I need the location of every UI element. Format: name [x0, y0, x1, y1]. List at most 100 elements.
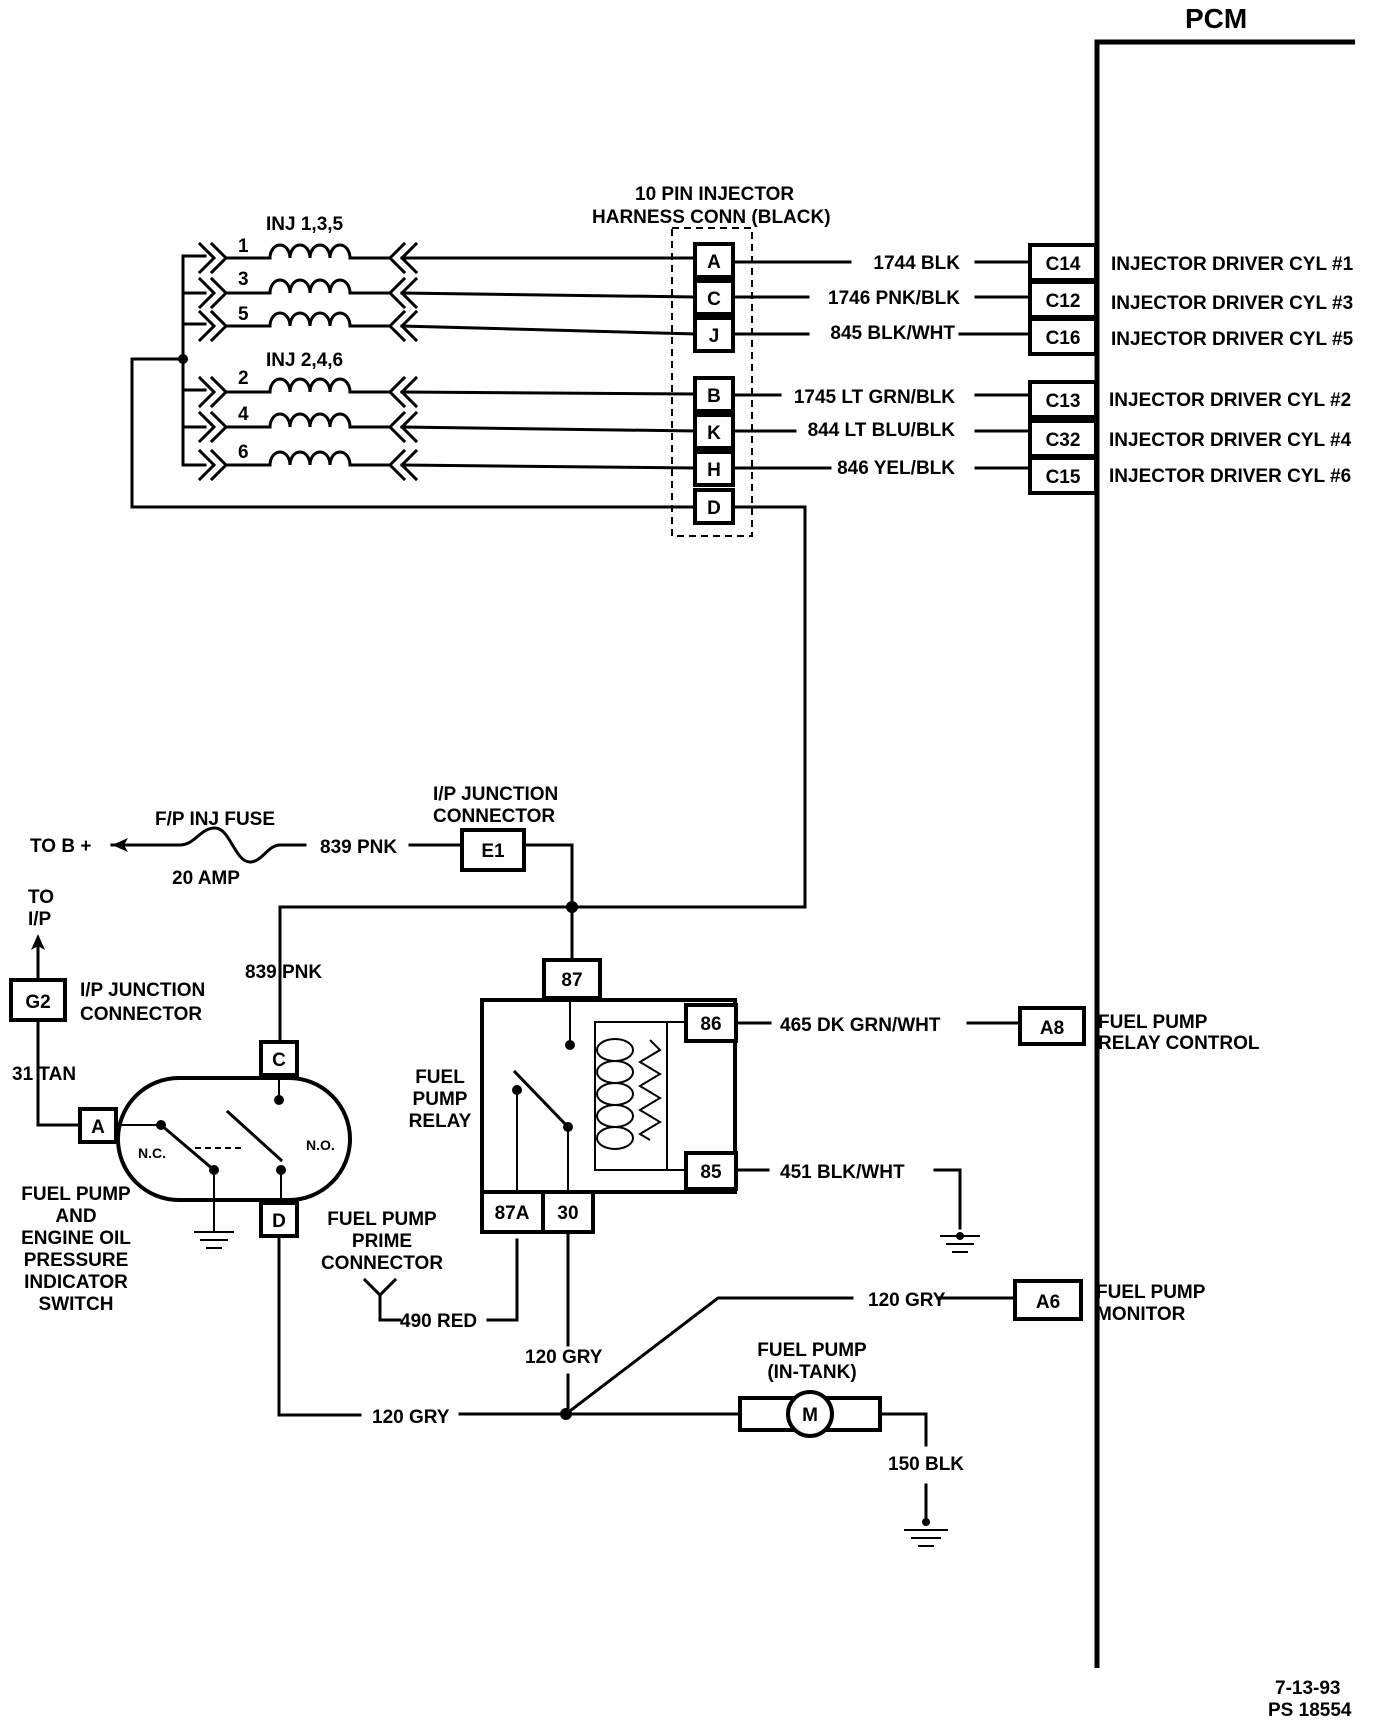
- harness-pin-h: H: [693, 450, 735, 487]
- inj-number-3: 3: [238, 269, 249, 290]
- fuse-circuit: TO B + F/P INJ FUSE 20 AMP 839 PNK: [30, 809, 462, 889]
- battery-arrow-icon: [112, 838, 128, 852]
- inj-number-6: 6: [238, 442, 249, 463]
- relay-label-3: RELAY: [409, 1111, 472, 1132]
- pcm-func-cyl3: INJECTOR DRIVER CYL #3: [1111, 293, 1353, 314]
- switch-pin-d: D: [272, 1211, 286, 1232]
- relay-label-2: PUMP: [413, 1089, 468, 1110]
- injector-3: [197, 276, 697, 310]
- harness-title-line2: HARNESS CONN (BLACK): [592, 207, 831, 228]
- pcm-func-cyl2: INJECTOR DRIVER CYL #2: [1109, 390, 1351, 411]
- ip-junction-g2-label2: CONNECTOR: [80, 1004, 202, 1025]
- injector-6: [197, 448, 697, 482]
- inj-group-135-label: INJ 1,3,5: [266, 214, 344, 235]
- pcm-func-cyl6: INJECTOR DRIVER CYL #6: [1109, 466, 1351, 487]
- ip-junction-e1: I/P JUNCTION CONNECTOR E1: [278, 784, 578, 1044]
- relay-label-1: FUEL: [415, 1067, 465, 1088]
- to-ip-line1: TO: [28, 887, 54, 908]
- fuse-label: F/P INJ FUSE: [155, 809, 275, 830]
- wire-120-gry-monitor: 120 GRY: [868, 1290, 946, 1311]
- relay-ground-circuit: 451 BLK/WHT: [734, 1162, 980, 1253]
- relay-body: [480, 998, 737, 1194]
- harness-pin-a-label: A: [707, 252, 721, 273]
- harness-pin-a: A: [693, 242, 735, 279]
- relay-pin-85: 85: [700, 1162, 722, 1183]
- relay-pin-87a: 87A: [495, 1203, 530, 1224]
- ip-junction-g2-label1: I/P JUNCTION: [80, 980, 205, 1001]
- wire-31-tan: 31 TAN: [12, 1064, 76, 1085]
- wire-490-red: 490 RED: [400, 1311, 477, 1332]
- wire-120-gry-switch: 120 GRY: [372, 1407, 450, 1428]
- ip-junction-e1-label1: I/P JUNCTION: [433, 784, 558, 805]
- pcm-pin-c32: [1028, 419, 1098, 458]
- fuel-pump-ground-icon: [904, 1529, 948, 1547]
- harness-pin-c-label: C: [707, 289, 721, 310]
- harness-pin-b-label: B: [707, 386, 721, 407]
- footer-code: PS 18554: [1268, 1700, 1352, 1721]
- fuel-pump-motor-icon: [786, 1390, 834, 1438]
- injector-2: [197, 375, 697, 409]
- inj-number-2: 2: [238, 368, 249, 389]
- switch-label-1: FUEL PUMP: [21, 1184, 131, 1205]
- harness-pin-c: C: [693, 279, 735, 316]
- pcm-pin-c16-label: C16: [1046, 328, 1081, 349]
- to-ip-line2: I/P: [28, 909, 52, 930]
- to-battery-label: TO B +: [30, 836, 91, 857]
- wire-465-dk-grn-wht: 465 DK GRN/WHT: [780, 1015, 941, 1036]
- switch-pin-c: C: [272, 1050, 286, 1071]
- injectors: INJ 1,3,5 INJ 2,4,6 1 3 5 2 4 6: [130, 214, 697, 509]
- wire-844-lt-blu-blk: 844 LT BLU/BLK: [808, 420, 956, 441]
- relay-control-circuit: 465 DK GRN/WHT A8 FUEL PUMP RELAY CONTRO…: [734, 1006, 1260, 1054]
- switch-label-3: ENGINE OIL: [21, 1228, 131, 1249]
- fuel-pump-label1: FUEL PUMP: [757, 1340, 867, 1361]
- switch-label-6: SWITCH: [39, 1294, 114, 1315]
- pump-monitor-label2: MONITOR: [1096, 1304, 1186, 1325]
- pcm-pin-c15: [1028, 456, 1098, 495]
- harness-pin-d-label: D: [707, 498, 721, 519]
- oil-pressure-switch: 839 PNK A C D N.C. N.O. FUEL PUMP AND EN…: [21, 962, 362, 1417]
- harness-connector-outline: [671, 227, 753, 537]
- harness-pin-d: D: [693, 488, 735, 525]
- pcm-pin-a8: A8: [1040, 1018, 1064, 1039]
- injector-4: [197, 410, 697, 444]
- prime-label-1: FUEL PUMP: [327, 1209, 437, 1230]
- relay-control-label2: RELAY CONTROL: [1098, 1033, 1260, 1054]
- wire-120-gry-relay: 120 GRY: [525, 1347, 603, 1368]
- switch-ground-icon: [194, 1231, 234, 1249]
- harness-pin-k-label: K: [707, 423, 721, 444]
- switch-label-5: INDICATOR: [24, 1272, 128, 1293]
- relay-control-label1: FUEL PUMP: [1098, 1012, 1208, 1033]
- pcm-title: PCM: [1185, 3, 1247, 34]
- wire-150-blk: 150 BLK: [888, 1454, 964, 1475]
- ip-junction-g2-pin: G2: [25, 992, 50, 1013]
- ip-junction-g2: TO I/P G2 I/P JUNCTION CONNECTOR 31 TAN: [9, 887, 205, 1127]
- to-ip-arrow-icon: [31, 934, 45, 950]
- prime-label-3: CONNECTOR: [321, 1253, 443, 1274]
- relay-pin-87: 87: [561, 970, 582, 991]
- switch-nc-label: N.C.: [138, 1145, 166, 1161]
- fuse-rating: 20 AMP: [172, 868, 240, 889]
- pcm-pin-c32-label: C32: [1046, 430, 1081, 451]
- relay-pin-30: 30: [557, 1203, 578, 1224]
- pcm-pin-c13-label: C13: [1046, 391, 1081, 412]
- ip-junction-e1-pin: E1: [481, 841, 505, 862]
- fuel-pump: FUEL PUMP (IN-TANK) M 150 BLK: [738, 1340, 964, 1547]
- switch-no-label: N.O.: [306, 1137, 335, 1153]
- inj-number-1: 1: [238, 236, 249, 257]
- switch-label-2: AND: [55, 1206, 96, 1227]
- pcm-pin-c16: [1028, 317, 1098, 356]
- wire-845-blk-wht: 845 BLK/WHT: [830, 323, 955, 344]
- relay-pin-86: 86: [700, 1014, 721, 1035]
- inj-group-246-label: INJ 2,4,6: [266, 350, 343, 371]
- fuel-pump-relay: FUEL PUMP RELAY 87 86 85 87A 30: [409, 958, 738, 1234]
- injector-driver-circuits: 1744 BLK 1746 PNK/BLK 845 BLK/WHT 1745 L…: [731, 243, 1354, 495]
- harness-pin-k: K: [693, 413, 735, 450]
- fuel-pump-label2: (IN-TANK): [767, 1362, 856, 1383]
- injector-5: [197, 309, 697, 343]
- harness-pin-j: J: [693, 316, 735, 353]
- pcm-pin-a6: A6: [1036, 1292, 1060, 1313]
- harness-title-line1: 10 PIN INJECTOR: [635, 184, 794, 205]
- wire-839-pnk-switch: 839 PNK: [245, 962, 322, 983]
- injector-1: [197, 241, 697, 275]
